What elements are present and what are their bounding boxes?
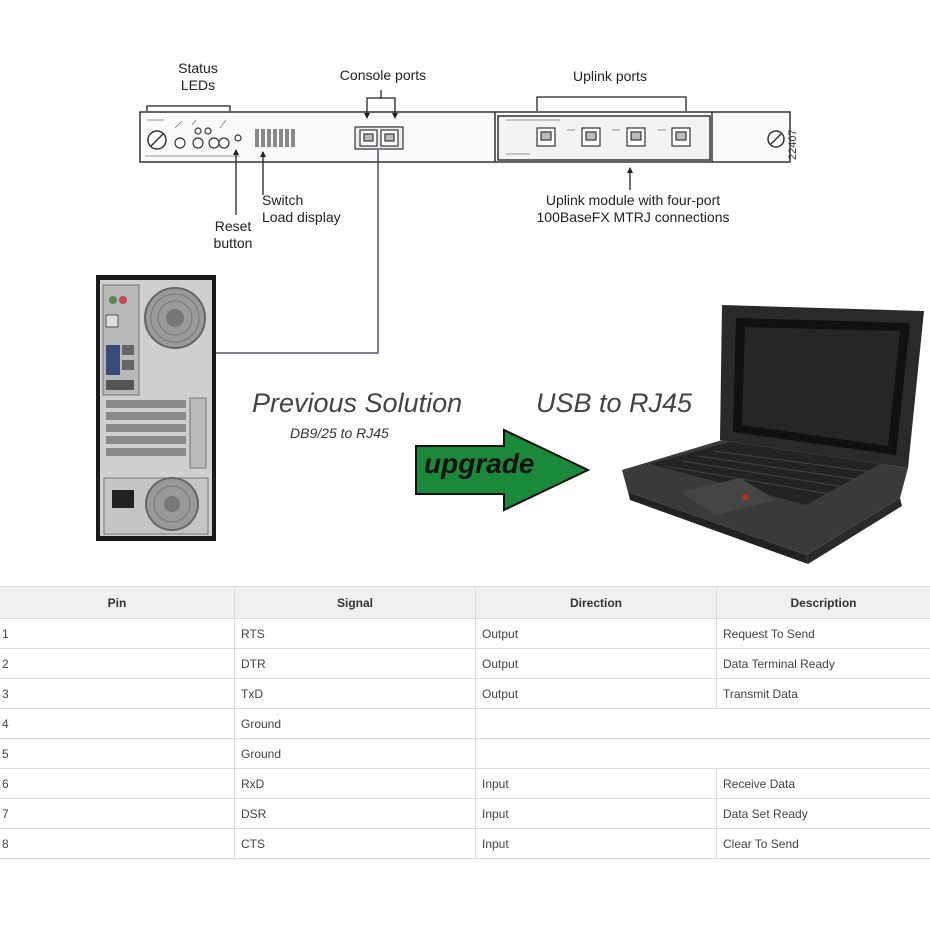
- load-display: [255, 129, 295, 147]
- header-direction: Direction: [475, 586, 717, 619]
- part-number-text: 22407: [787, 129, 799, 160]
- description-cell: Data Terminal Ready: [716, 648, 930, 679]
- uplink-ports-label: Uplink ports: [573, 68, 647, 84]
- reset-button-label: Reset button: [200, 218, 266, 252]
- direction-cell: Input: [475, 798, 717, 829]
- pc-tower-icon: [96, 275, 216, 541]
- direction-cell: Output: [475, 648, 717, 679]
- upgrade-text: upgrade: [424, 448, 535, 479]
- description-cell: Data Set Ready: [716, 798, 930, 829]
- uplink-module-label: Uplink module with four-port 100BaseFX M…: [518, 192, 748, 226]
- direction-cell: Input: [475, 828, 717, 859]
- signal-cell: TxD: [234, 678, 476, 709]
- uplink-ports: [536, 127, 691, 147]
- uplink-module-line1: Uplink module with four-port: [545, 192, 721, 208]
- signal-cell: RTS: [234, 618, 476, 649]
- laptop-icon: [622, 305, 924, 564]
- previous-solution-subtitle: DB9/25 to RJ45: [290, 425, 389, 441]
- status-leds-line2: LEDs: [180, 77, 216, 93]
- direction-cell: Input: [475, 768, 717, 799]
- direction-cell: Output: [475, 618, 717, 649]
- signal-cell: DTR: [234, 648, 476, 679]
- description-cell: Request To Send: [716, 618, 930, 649]
- left-screw-icon: [147, 130, 167, 150]
- right-screw-icon: [767, 130, 785, 148]
- pin-cell: 3: [0, 678, 235, 709]
- status-leds-line1: Status: [178, 60, 218, 76]
- header-description: Description: [716, 586, 930, 619]
- signal-cell: CTS: [234, 828, 476, 859]
- pin-cell: 4: [0, 708, 235, 739]
- upgrade-arrow-icon: [415, 428, 591, 512]
- pin-cell: 1: [0, 618, 235, 649]
- direction-cell: [475, 708, 930, 739]
- signal-cell: DSR: [234, 798, 476, 829]
- direction-cell: [475, 738, 930, 769]
- console-ports-label: Console ports: [339, 67, 427, 83]
- reset-label-line2: button: [213, 235, 253, 251]
- uplink-module-line2: 100BaseFX MTRJ connections: [536, 209, 730, 225]
- direction-cell: Output: [475, 678, 717, 709]
- header-pin: Pin: [0, 586, 235, 619]
- pin-cell: 6: [0, 768, 235, 799]
- pin-cell: 7: [0, 798, 235, 829]
- header-signal: Signal: [234, 586, 476, 619]
- description-cell: Clear To Send: [716, 828, 930, 859]
- status-leds: [174, 127, 242, 149]
- status-leds-label: Status LEDs: [165, 60, 231, 94]
- pin-cell: 2: [0, 648, 235, 679]
- switch-label-line2: Load display: [262, 209, 341, 225]
- description-cell: Receive Data: [716, 768, 930, 799]
- console-ports: [354, 126, 404, 150]
- previous-solution-title: Previous Solution: [252, 388, 463, 418]
- description-cell: Transmit Data: [716, 678, 930, 709]
- usb-to-rj45-title: USB to RJ45: [536, 388, 693, 418]
- diagram: 22407: [96, 90, 924, 564]
- signal-cell: Ground: [234, 708, 476, 739]
- signal-cell: Ground: [234, 738, 476, 769]
- reset-label-line1: Reset: [214, 218, 252, 234]
- signal-cell: RxD: [234, 768, 476, 799]
- printed-marks: [145, 119, 666, 157]
- table-header-row: Pin Signal Direction Description: [0, 586, 930, 619]
- switch-load-display-label: Switch Load display: [262, 192, 362, 226]
- pin-cell: 5: [0, 738, 235, 769]
- switch-label-line1: Switch: [262, 192, 304, 208]
- callout-arrowheads: [233, 113, 633, 173]
- pin-cell: 8: [0, 828, 235, 859]
